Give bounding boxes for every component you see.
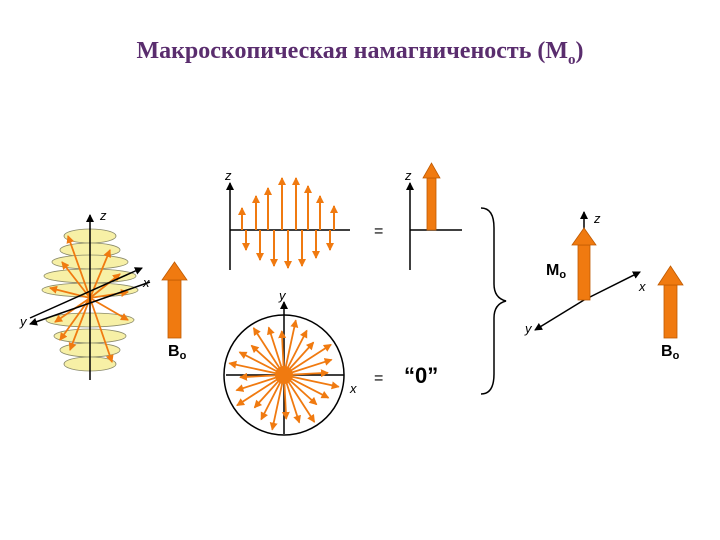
title-text: Макроскопическая намагниченость (M — [136, 38, 569, 64]
y-axis-right — [534, 299, 585, 331]
xy-components-diagram: y x = “0” — [223, 288, 438, 436]
xy-arrow — [283, 374, 316, 423]
b0-arrow-head-left — [161, 261, 188, 281]
y-axis-left — [29, 281, 151, 326]
z-label-mid: z — [224, 168, 232, 183]
xy-component-arrows — [228, 319, 340, 431]
xy-center-dot — [275, 366, 293, 384]
slide-title: Макроскопическая намагниченость (Mo) — [0, 38, 720, 69]
z-components-diagram: z = — [224, 168, 383, 270]
title-close: ) — [575, 38, 584, 64]
x-axis-right — [583, 271, 641, 301]
spin-up-arrow — [89, 273, 121, 299]
grouping-brace — [480, 207, 507, 395]
title-subscript: o — [568, 51, 576, 68]
x-label-circle: x — [349, 381, 357, 396]
spin-up-arrow — [89, 289, 129, 299]
x-axis-left — [29, 267, 143, 319]
m0-label: Mo — [546, 262, 566, 281]
y-label-right: y — [524, 321, 533, 336]
x-label-right: x — [638, 279, 646, 294]
xy-arrow — [269, 374, 285, 431]
net-magnetization-diagram: z x y Mo — [524, 211, 646, 336]
zero-result: “0” — [404, 363, 438, 388]
xy-arrow — [228, 360, 285, 376]
z-label-right: z — [593, 211, 601, 226]
spin-down-arrow — [54, 297, 91, 323]
z-component-arrows — [238, 177, 338, 269]
net-z-arrow-head — [422, 162, 441, 179]
m0-arrow-shaft — [577, 244, 591, 301]
spin-down-arrow — [68, 297, 91, 351]
spin-cone-group: z x y — [19, 208, 151, 380]
x-label-left: x — [142, 275, 150, 290]
equals-top: = — [374, 223, 383, 240]
b0-field-left: Bo — [161, 261, 188, 362]
xy-arrow — [236, 374, 285, 407]
net-z-arrow-shaft — [426, 177, 437, 231]
b0-field-right: Bo — [657, 265, 684, 362]
b0-label-left: Bo — [168, 343, 187, 362]
z-label-left: z — [99, 208, 107, 223]
xy-arrow — [283, 343, 332, 376]
equals-bottom: = — [374, 370, 383, 387]
b0-label-right: Bo — [661, 343, 680, 362]
b0-arrow-shaft-left — [167, 279, 182, 339]
spin-up-arrow — [49, 285, 91, 299]
y-label-circle: y — [278, 288, 287, 303]
xy-arrow — [283, 319, 299, 376]
spin-down-arrow — [89, 297, 114, 363]
spin-down-arrow — [89, 297, 129, 321]
xy-arrow — [283, 374, 340, 390]
m0-arrow-head — [571, 227, 597, 246]
xy-arrow — [252, 327, 285, 376]
spin-up-arrow — [66, 235, 91, 299]
b0-arrow-shaft-right — [663, 284, 678, 339]
b0-arrow-head-right — [657, 265, 684, 286]
z-label-net: z — [404, 168, 412, 183]
y-label-left: y — [19, 314, 28, 329]
net-z-result: z — [404, 162, 462, 270]
spin-up-arrow — [61, 261, 91, 299]
